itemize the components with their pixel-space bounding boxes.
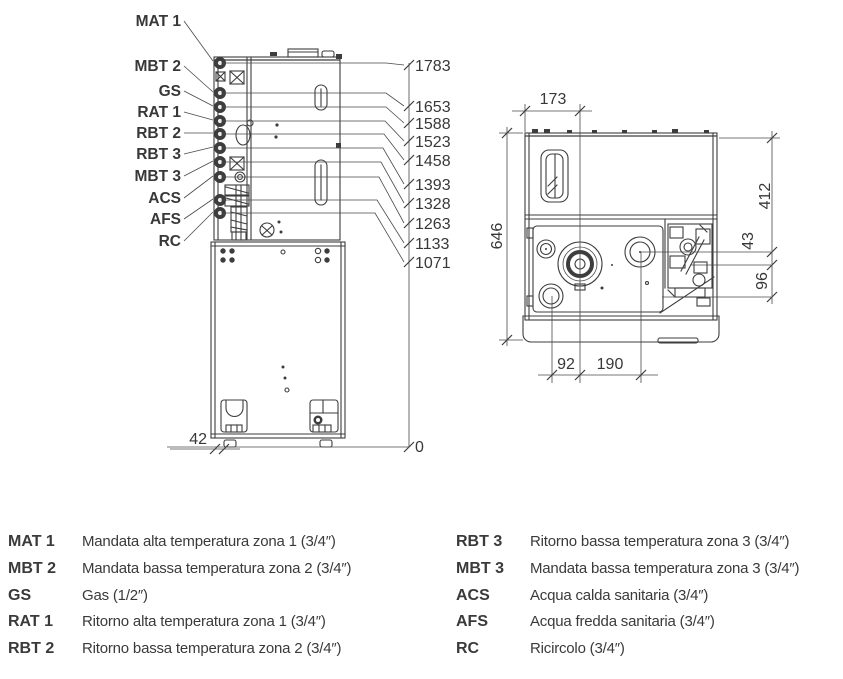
legend-item: RAT 1 Ritorno alta temperatura zona 1 (3/… [8,609,351,636]
legend-desc: Mandata bassa temperatura zona 3 (3/4″) [530,559,800,577]
dim-1393: 1393 [415,177,451,194]
legend-item: MBT 2 Mandata bassa temperatura zona 2 (3… [8,556,352,583]
legend-desc: Gas (1/2″) [82,586,148,604]
legend-desc: Acqua fredda sanitaria (3/4″) [530,613,715,631]
connection-label-gs: GS [159,83,181,100]
front-view-connection-labels: MAT 1 MBT 2 GS RAT 1 RBT 2 RBT 3 MBT 3 A… [135,13,182,250]
legend-desc: Mandata alta temperatura zona 1 (3/4″) [82,533,336,550]
connection-label-rat1: RAT 1 [137,104,181,121]
front-view-label-leaders [183,20,214,242]
dim-1458: 1458 [415,153,451,170]
legend-abbr: MBT 3 [456,559,504,577]
legend-item: AFS Acqua fredda sanitaria (3/4″) [456,609,799,636]
top-view-outline [522,129,720,344]
connection-label-rc: RC [159,233,181,250]
legend-item: RBT 3 Ritorno bassa temperatura zona 3 (3… [456,529,799,556]
dim-43: 43 [740,232,757,250]
legend-item: RBT 2 Ritorno bassa temperatura zona 2 (3… [8,636,351,663]
legend-abbr: ACS [456,586,490,604]
dim-1523: 1523 [415,134,451,151]
dim-42: 42 [189,431,207,448]
dim-1653: 1653 [415,99,451,116]
legend-desc: Acqua calda sanitaria (3/4″) [530,586,709,604]
legend-column-right: RBT 3 Ritorno bassa temperatura zona 3 (3… [456,529,800,663]
dim-zero: 0 [415,439,424,456]
dim-646: 646 [489,223,506,250]
legend-item: MBT 3 Mandata bassa temperatura zona 3 (3… [456,556,800,583]
connection-label-acs: ACS [148,190,181,207]
connection-label-mat1: MAT 1 [136,13,182,30]
top-view-dimension-labels: 173 646 412 43 96 92 190 [489,91,774,373]
dim-1263: 1263 [415,216,451,233]
top-view-dimension-leaders [499,104,780,383]
technical-drawing: MAT 1 MBT 2 GS RAT 1 RBT 2 RBT 3 MBT 3 A… [135,13,780,456]
legend-item: ACS Acqua calda sanitaria (3/4″) [456,583,799,610]
legend-abbr: RC [456,640,480,658]
front-view-connections [214,57,226,219]
dim-1588: 1588 [415,116,451,133]
front-view-dimension-leaders [167,59,415,455]
dim-96: 96 [754,272,771,290]
legend-item: GS Gas (1/2″) [8,583,351,610]
connection-label-mbt2: MBT 2 [135,58,182,75]
legend-item: MAT 1 Mandata alta temperatura zona 1 (3/… [8,529,351,556]
dim-1071: 1071 [415,255,451,272]
dim-1133: 1133 [415,236,450,253]
legend-desc: Ritorno bassa temperatura zona 3 (3/4″) [530,533,790,550]
legend-desc: Ritorno alta temperatura zona 1 (3/4″) [82,613,326,631]
legend-abbr: RAT 1 [8,613,54,631]
dim-1783: 1783 [415,58,451,75]
dim-1328: 1328 [415,196,451,213]
legend-column-left: MAT 1 Mandata alta temperatura zona 1 (3/… [8,529,352,663]
dim-412: 412 [757,183,774,210]
legend-item: RC Ricircolo (3/4″) [456,636,799,663]
dim-190: 190 [597,356,624,373]
connection-label-rbt2: RBT 2 [136,125,181,142]
connection-label-mbt3: MBT 3 [135,168,182,185]
legend-desc: Mandata bassa temperatura zona 2 (3/4″) [82,559,352,577]
dim-173: 173 [540,91,567,108]
legend-abbr: RBT 2 [8,640,55,658]
connection-label-rbt3: RBT 3 [136,146,181,163]
legend-abbr: AFS [456,613,488,631]
front-view-outline [210,48,346,448]
legend-abbr: GS [8,586,32,604]
connection-label-afs: AFS [150,211,181,228]
legend-abbr: MAT 1 [8,533,55,550]
legend-desc: Ricircolo (3/4″) [530,640,625,658]
legend-desc: Ritorno bassa temperatura zona 2 (3/4″) [82,640,342,658]
legend-abbr: MBT 2 [8,559,56,577]
dim-92: 92 [557,356,575,373]
front-view-dimension-labels: 1783 1653 1588 1523 1458 1393 1328 1263 … [189,58,450,456]
legend-abbr: RBT 3 [456,533,503,550]
